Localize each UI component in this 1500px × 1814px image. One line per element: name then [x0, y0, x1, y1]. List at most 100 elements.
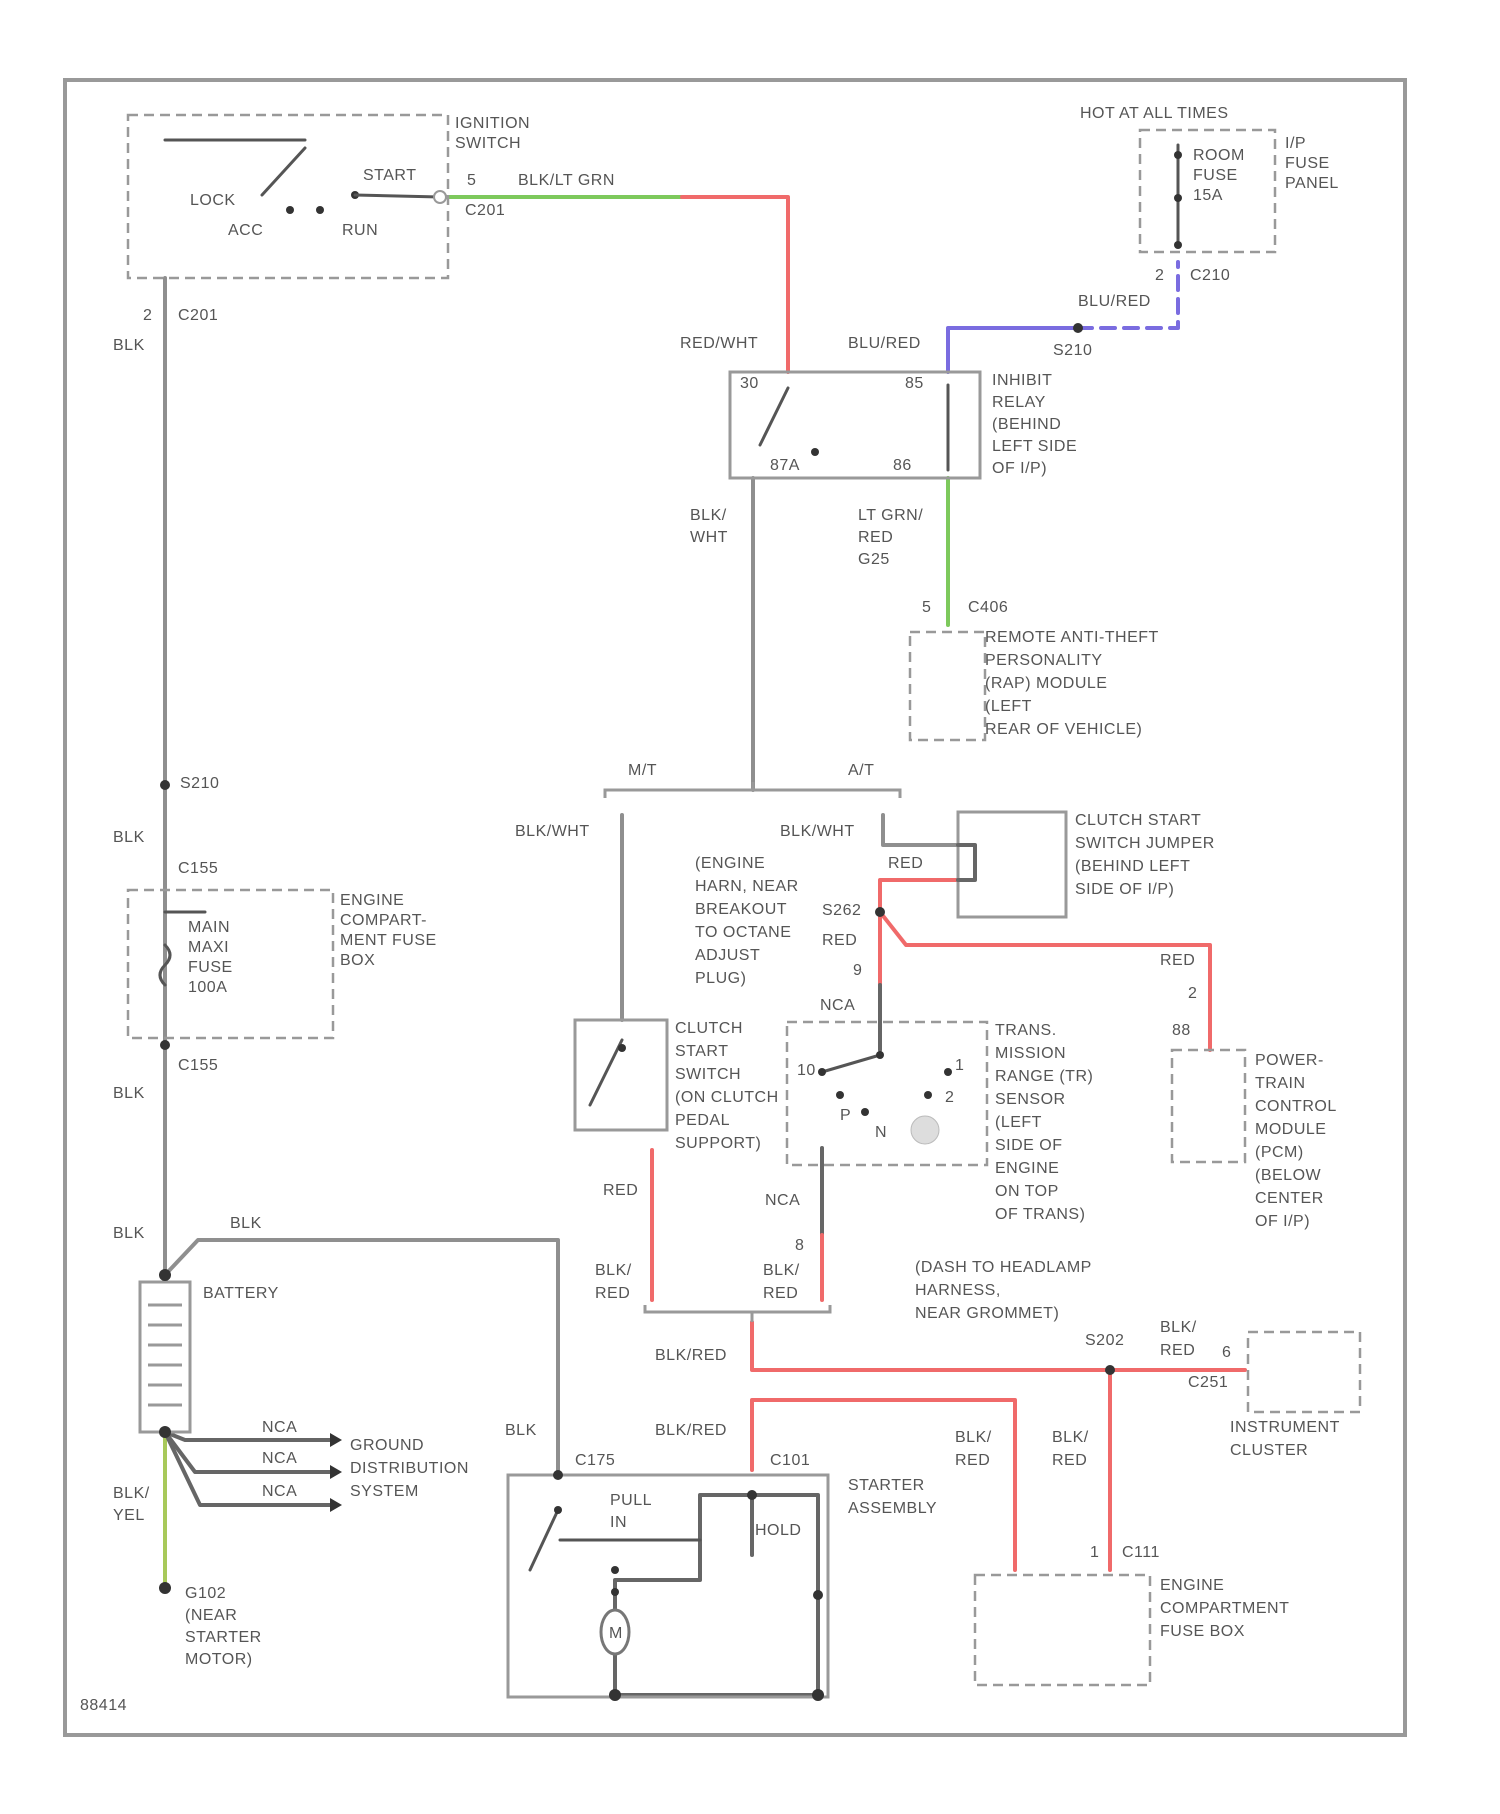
label-ground-dist: DISTRIBUTION	[350, 1460, 469, 1477]
label-blk-wht-at: BLK/WHT	[780, 823, 855, 840]
label-acc: ACC	[228, 222, 263, 239]
label-blk-red-5: BLK/RED	[655, 1422, 727, 1439]
engine-fuse-box-2-outline	[975, 1575, 1150, 1685]
label-lt-grn-red: RED	[858, 529, 893, 546]
label-main-fuse: MAXI	[188, 939, 229, 956]
label-pin-88: 88	[1172, 1022, 1191, 1039]
label-trs-pin: N	[875, 1124, 887, 1141]
label-blu-red-a: BLU/RED	[1078, 293, 1151, 310]
wire-red-jumper	[880, 880, 958, 912]
label-blk-5: BLK	[230, 1215, 262, 1232]
label-nca-2: NCA	[262, 1450, 297, 1467]
battery-cells	[148, 1305, 182, 1405]
label-clutch-jumper: CLUTCH START	[1075, 812, 1201, 829]
label-trs-sensor: (LEFT	[995, 1114, 1042, 1131]
label-c406: C406	[968, 599, 1008, 616]
label-trs-sensor: TRANS.	[995, 1022, 1057, 1039]
label-clutch-switch: START	[675, 1043, 728, 1060]
blk-red-brace	[645, 1305, 830, 1322]
label-g102: G102	[185, 1585, 226, 1602]
label-mt: M/T	[628, 762, 657, 779]
label-red-3: RED	[1160, 952, 1195, 969]
label-inhibit-relay: INHIBIT	[992, 372, 1052, 389]
label-clutch-switch: SWITCH	[675, 1066, 741, 1083]
label-instrument-cluster: INSTRUMENT	[1230, 1419, 1340, 1436]
label-blk-red-1: BLK/	[595, 1262, 632, 1279]
label-blk-1: BLK	[113, 337, 145, 354]
label-trs-sensor: SIDE OF	[995, 1137, 1063, 1154]
label-inhibit-relay: RELAY	[992, 394, 1046, 411]
label-rap-module: (LEFT	[985, 698, 1032, 715]
label-c201-left: C201	[178, 307, 218, 324]
label-blk-red-4: BLK/	[1160, 1319, 1197, 1336]
label-s210-left: S210	[180, 775, 219, 792]
label-starter-assembly: ASSEMBLY	[848, 1500, 937, 1517]
label-trs-sensor: ON TOP	[995, 1183, 1059, 1200]
label-pcm: (PCM)	[1255, 1144, 1304, 1161]
label-rap-module: (RAP) MODULE	[985, 675, 1107, 692]
label-room-fuse: ROOM	[1193, 147, 1245, 164]
label-instrument-cluster: CLUSTER	[1230, 1442, 1308, 1459]
label-pcm: TRAIN	[1255, 1075, 1306, 1092]
label-nca-4: NCA	[820, 997, 855, 1014]
label-pin-9: 9	[853, 962, 862, 979]
label-inhibit-relay: LEFT SIDE	[992, 438, 1077, 455]
label-clutch-switch: (ON CLUTCH	[675, 1089, 779, 1106]
clutch-switch-box	[575, 1020, 667, 1130]
label-ip-fuse-panel: I/P	[1285, 135, 1306, 152]
label-blk-yel: BLK/	[113, 1485, 150, 1502]
label-dash-harness: HARNESS,	[915, 1282, 1001, 1299]
pcm-box	[1172, 1050, 1245, 1162]
label-nca-1: NCA	[262, 1419, 297, 1436]
label-run: RUN	[342, 222, 378, 239]
label-c155-top: C155	[178, 860, 218, 877]
label-relay-85: 85	[905, 375, 924, 392]
label-blk-4: BLK	[113, 1225, 145, 1242]
label-blk-red-3: BLK/RED	[655, 1347, 727, 1364]
label-battery: BATTERY	[203, 1285, 279, 1302]
label-trs-pin: 10	[797, 1062, 816, 1079]
label-trs-pin: 1	[955, 1057, 964, 1074]
label-red-2: RED	[822, 932, 857, 949]
label-blk-red-4: RED	[1160, 1342, 1195, 1359]
label-pin-2-c210: 2	[1155, 267, 1164, 284]
label-blk-lt-grn: BLK/LT GRN	[518, 172, 615, 189]
label-g102: (NEAR	[185, 1607, 237, 1624]
label-clutch-switch: SUPPORT)	[675, 1135, 761, 1152]
label-c111: C111	[1122, 1544, 1160, 1561]
label-relay-30: 30	[740, 375, 759, 392]
label-starter-assembly: STARTER	[848, 1477, 925, 1494]
label-s202: S202	[1085, 1332, 1124, 1349]
label-room-fuse: FUSE	[1193, 167, 1238, 184]
label-hot-at-all-times: HOT AT ALL TIMES	[1080, 105, 1229, 122]
mt-at-brace	[605, 782, 900, 798]
label-clutch-jumper: SIDE OF I/P)	[1075, 881, 1174, 898]
label-lock: LOCK	[190, 192, 236, 209]
wire-nca-3	[165, 1432, 330, 1505]
label-main-fuse: 100A	[188, 979, 227, 996]
label-clutch-switch: PEDAL	[675, 1112, 730, 1129]
label-engine-harness: HARN, NEAR	[695, 878, 799, 895]
label-c201-top: C201	[465, 202, 505, 219]
label-ref-code: 88414	[80, 1697, 127, 1714]
label-c251: C251	[1188, 1374, 1228, 1391]
label-pcm: CENTER	[1255, 1190, 1324, 1207]
label-engine-harness: TO OCTANE	[695, 924, 791, 941]
wire-starter-internal	[615, 1495, 752, 1695]
label-main-fuse: MAIN	[188, 919, 230, 936]
label-engine-harness: BREAKOUT	[695, 901, 787, 918]
rap-module-box	[910, 632, 985, 740]
label-pin-1: 1	[1090, 1544, 1099, 1561]
label-hold: HOLD	[755, 1522, 801, 1539]
label-blk-red-7: BLK/	[1052, 1429, 1089, 1446]
label-g102: STARTER	[185, 1629, 262, 1646]
label-dash-harness: NEAR GROMMET)	[915, 1305, 1059, 1322]
label-ignition-switch: IGNITION	[455, 115, 530, 132]
label-clutch-switch: CLUTCH	[675, 1020, 743, 1037]
instrument-cluster-box	[1248, 1332, 1360, 1412]
label-blk-red-6: RED	[955, 1452, 990, 1469]
label-pull-in: PULL	[610, 1492, 652, 1509]
label-blk-yel: YEL	[113, 1507, 145, 1524]
label-engine-fuse-box: COMPART-	[340, 912, 427, 929]
label-pull-in: IN	[610, 1514, 627, 1531]
